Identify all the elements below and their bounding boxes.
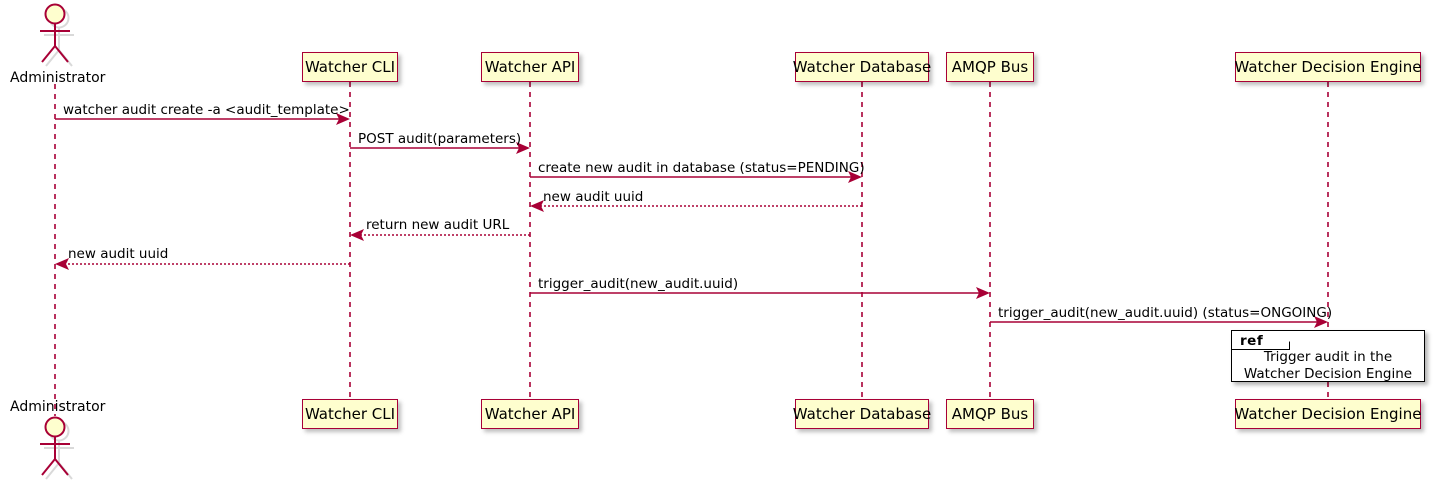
participant-label: Watcher API — [484, 405, 576, 423]
message-arrow-1 — [55, 113, 350, 125]
participant-label: Watcher Decision Engine — [1234, 58, 1422, 76]
ref-fragment-line-2: Watcher Decision Engine — [1243, 365, 1413, 382]
message-label-4: new audit uuid — [543, 189, 644, 205]
participant-label: Watcher Database — [792, 405, 932, 423]
message-label-1: watcher audit create -a <audit_template> — [63, 102, 350, 118]
ref-fragment-body: Trigger audit in the Watcher Decision En… — [1232, 348, 1424, 382]
message-label-7: trigger_audit(new_audit.uuid) — [538, 276, 739, 292]
participant-watcher-cli-bottom[interactable]: Watcher CLI — [302, 399, 398, 429]
message-label-2: POST audit(parameters) — [358, 131, 522, 147]
ref-fragment-line-1: Trigger audit in the — [1263, 348, 1393, 365]
participant-amqp-bus-top[interactable]: AMQP Bus — [946, 52, 1034, 82]
participant-label: Watcher Database — [792, 58, 932, 76]
message-arrow-7 — [530, 287, 990, 299]
message-label-5: return new audit URL — [366, 217, 510, 233]
actor-administrator-top-figure — [40, 3, 74, 67]
message-label-3: create new audit in database (status=PEN… — [538, 160, 865, 176]
actor-administrator-bottom-figure — [40, 416, 74, 480]
participant-label: AMQP Bus — [951, 58, 1029, 76]
message-label-8: trigger_audit(new_audit.uuid) (status=ON… — [998, 305, 1333, 321]
participant-label: AMQP Bus — [951, 405, 1029, 423]
participant-label: Watcher Decision Engine — [1234, 405, 1422, 423]
participant-label: Watcher API — [484, 58, 576, 76]
actor-label-administrator-top: Administrator — [10, 70, 106, 86]
participant-label: Watcher CLI — [304, 58, 396, 76]
participant-amqp-bus-bottom[interactable]: AMQP Bus — [946, 399, 1034, 429]
participant-watcher-database-bottom[interactable]: Watcher Database — [792, 399, 932, 429]
participant-watcher-cli-top[interactable]: Watcher CLI — [302, 52, 398, 82]
participant-watcher-decision-engine-top[interactable]: Watcher Decision Engine — [1235, 52, 1421, 82]
message-arrow-2 — [350, 142, 530, 154]
participant-watcher-api-top[interactable]: Watcher API — [481, 52, 579, 82]
ref-fragment[interactable]: ref Trigger audit in the Watcher Decisio… — [1231, 330, 1425, 382]
participant-label: Watcher CLI — [304, 405, 396, 423]
message-arrow-5 — [350, 229, 530, 241]
message-arrow-6 — [55, 258, 350, 270]
ref-fragment-operator-label: ref — [1240, 333, 1264, 349]
participant-watcher-database-top[interactable]: Watcher Database — [792, 52, 932, 82]
participant-watcher-api-bottom[interactable]: Watcher API — [481, 399, 579, 429]
actor-label-administrator-bottom: Administrator — [10, 399, 106, 415]
message-arrow-3 — [530, 171, 862, 183]
message-arrow-4 — [530, 200, 862, 212]
message-label-6: new audit uuid — [68, 246, 169, 262]
participant-watcher-decision-engine-bottom[interactable]: Watcher Decision Engine — [1235, 399, 1421, 429]
message-arrow-8 — [990, 316, 1328, 328]
